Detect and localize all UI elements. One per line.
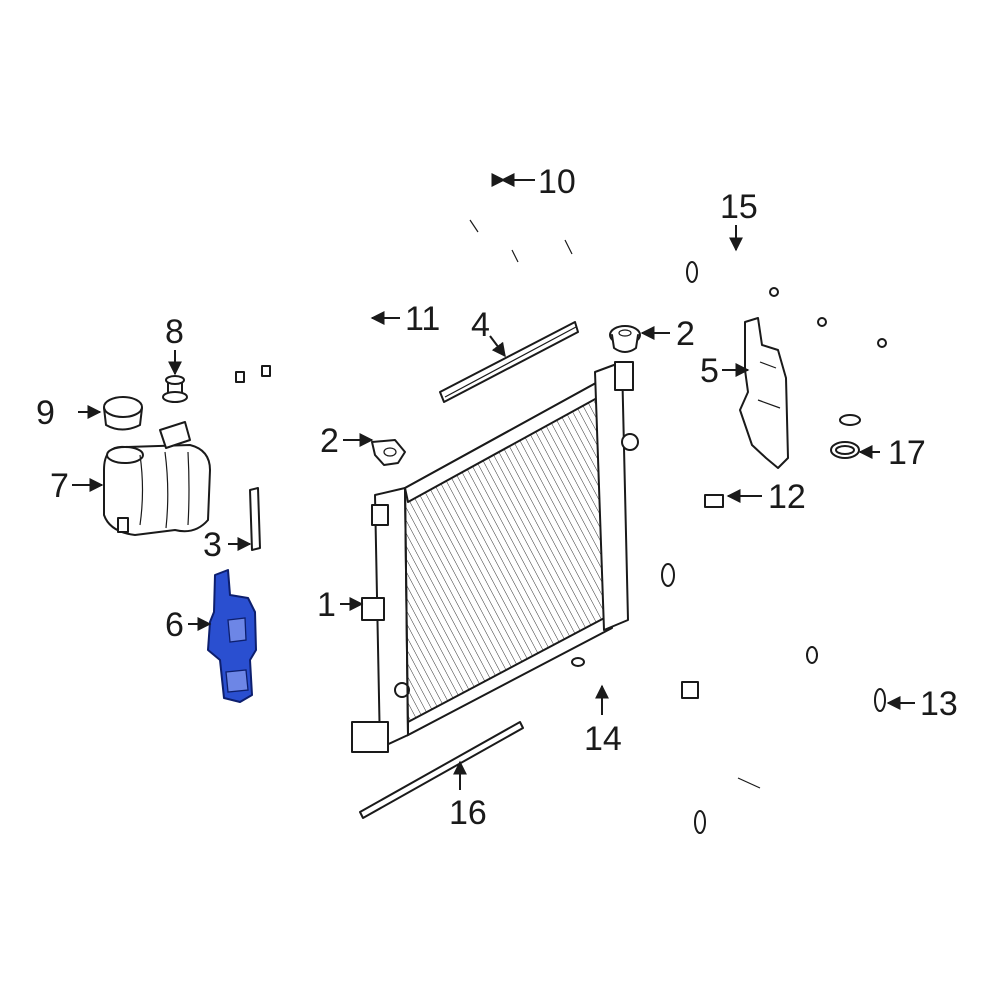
callout-6[interactable]: 6 xyxy=(165,606,184,644)
callout-2-upper[interactable]: 2 xyxy=(676,315,695,353)
callout-labels: 10 11 4 2 15 8 9 7 2 5 17 12 3 6 1 13 14… xyxy=(36,163,958,832)
callout-10[interactable]: 9 xyxy=(36,394,55,432)
callout-11[interactable]: 10 xyxy=(538,163,576,201)
part-3-seal[interactable] xyxy=(249,487,261,551)
part-8-coolant-reservoir[interactable] xyxy=(103,421,211,536)
callout-12[interactable]: 11 xyxy=(405,300,440,338)
part-13-hose[interactable] xyxy=(659,476,724,587)
part-2-lower-isolator[interactable] xyxy=(371,439,406,466)
part-2-upper-isolator[interactable] xyxy=(609,325,641,353)
callout-5[interactable]: 5 xyxy=(700,352,719,390)
callout-2-lower[interactable]: 2 xyxy=(320,422,339,460)
callout-4[interactable]: 4 xyxy=(471,306,490,344)
part-1-radiator[interactable] xyxy=(351,361,639,753)
callout-14[interactable]: 13 xyxy=(920,685,958,723)
part-16-coolant-pipe[interactable] xyxy=(685,255,887,427)
part-5-deflector[interactable] xyxy=(739,317,789,469)
callout-1[interactable]: 1 xyxy=(317,586,336,624)
callout-9[interactable]: 8 xyxy=(165,313,184,351)
callout-3[interactable]: 3 xyxy=(203,526,222,564)
callout-13[interactable]: 12 xyxy=(768,478,806,516)
part-10-reservoir-cap[interactable] xyxy=(103,396,143,431)
callout-8[interactable]: 7 xyxy=(50,467,69,505)
part-9-bolt[interactable] xyxy=(162,375,188,403)
part-7-lower-seal[interactable] xyxy=(359,721,524,819)
part-14-lower-hose[interactable] xyxy=(691,686,889,834)
callout-7[interactable]: 16 xyxy=(449,794,487,832)
part-15-hose[interactable] xyxy=(571,645,818,748)
callout-17[interactable]: 17 xyxy=(888,434,926,472)
callout-leaders xyxy=(72,173,915,790)
callout-16[interactable]: 15 xyxy=(720,188,758,226)
part-12-deflector-strip[interactable] xyxy=(208,311,382,389)
callout-15[interactable]: 14 xyxy=(584,720,622,758)
part-4-upper-seal[interactable] xyxy=(439,321,579,403)
part-17-o-ring[interactable] xyxy=(830,441,860,459)
part-6-air-deflector-highlighted[interactable] xyxy=(207,569,257,703)
